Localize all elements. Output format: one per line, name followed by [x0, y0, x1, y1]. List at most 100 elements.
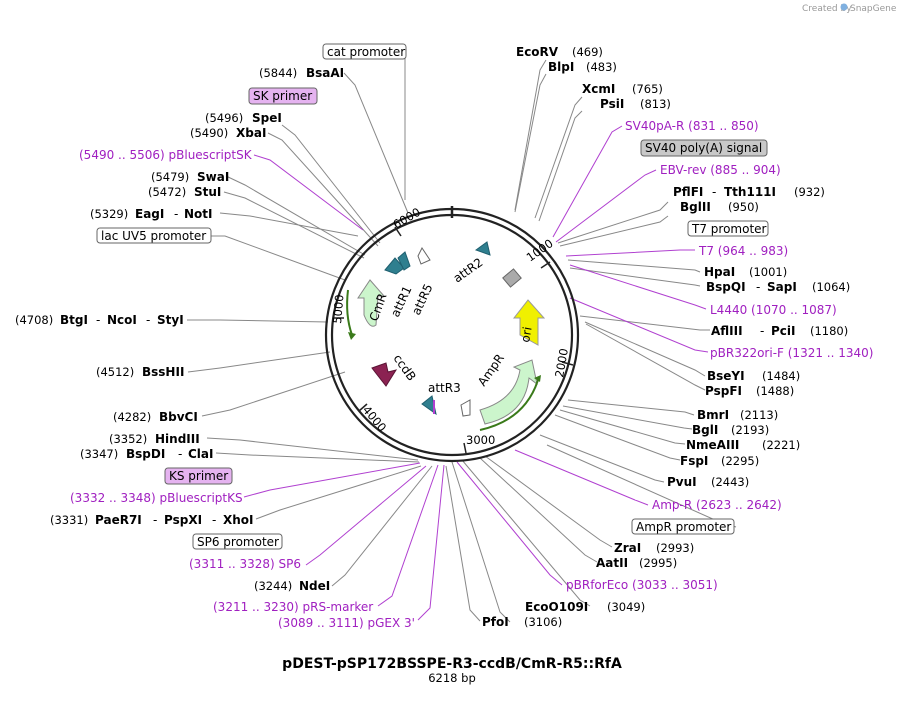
site-afliii: AflIII [711, 324, 743, 338]
svg-text:-: - [760, 324, 764, 338]
site-pspxi: PspXI [164, 513, 202, 527]
map-title: pDEST-pSP172BSSPE-R3-ccdB/CmR-R5::RfA [282, 656, 622, 672]
svg-text:-: - [712, 185, 716, 199]
feature-label-ccdb: ccdB [391, 352, 419, 384]
feature-cat-promoter: cat promoter [327, 45, 405, 59]
site-clai: ClaI [188, 447, 213, 461]
site-bgli: BglI [692, 423, 718, 437]
site-styi: StyI [157, 313, 184, 327]
site-ncoi: NcoI [107, 313, 137, 327]
site-nmeaiii: NmeAIII [686, 438, 739, 452]
sv40-box [640, 139, 768, 157]
feature-ebv-rev: EBV-rev (885 .. 904) [660, 163, 781, 177]
site-bbvci: BbvCI [159, 410, 198, 424]
site-eagi-pos: (5329) [90, 207, 128, 221]
feature-lac-uv5-promoter: lac UV5 promoter [101, 229, 206, 243]
site-bmri: BmrI [697, 408, 729, 422]
tick-marks [333, 226, 574, 454]
svg-text:-: - [174, 207, 178, 221]
site-xbai: XbaI [236, 126, 266, 140]
site-bseyi: BseYI [707, 369, 745, 383]
feature-sp6: (3311 .. 3328) SP6 [189, 557, 301, 571]
site-aatii-pos: (2995) [639, 556, 677, 570]
feature-pgex3: (3089 .. 3111) pGEX 3' [278, 616, 415, 630]
site-pvui-pos: (2443) [711, 475, 749, 489]
site-zrai: ZraI [614, 541, 641, 555]
feature-pbr322ori-f: pBR322ori-F (1321 .. 1340) [710, 346, 873, 360]
plasmid-backbone [324, 206, 580, 463]
t7-box [687, 220, 769, 237]
site-bspdi: BspDI [126, 447, 165, 461]
feature-label-ampr: AmpR [475, 351, 507, 388]
site-spei-pos: (5496) [205, 111, 243, 125]
site-paer7i-pos: (3331) [50, 513, 88, 527]
site-psii: PsiI [600, 97, 624, 111]
site-nmeaiii-pos: (2221) [762, 438, 800, 452]
site-bsshii: BssHII [142, 365, 184, 379]
tick-label-3000: 3000 [466, 433, 495, 447]
site-ndei-pos: (3244) [254, 579, 292, 593]
feature-ampr-promoter: AmpR promoter [636, 520, 731, 534]
feature-sp6-promoter: SP6 promoter [197, 535, 279, 549]
feature-ks-primer: KS primer [169, 469, 228, 483]
site-pfoi: PfoI [482, 615, 509, 629]
snapgene-logo-icon [840, 3, 848, 11]
site-paer7i: PaeR7I [95, 513, 142, 527]
site-spei: SpeI [252, 111, 282, 125]
svg-text:-: - [96, 313, 100, 327]
site-pfoi-pos: (3106) [524, 615, 562, 629]
feature-sv40pa-r: SV40pA-R (831 .. 850) [625, 119, 759, 133]
site-afliii-pos: (1180) [810, 324, 848, 338]
site-xcmi: XcmI [582, 82, 615, 96]
credit-brand: SnapGene [850, 4, 897, 14]
site-eco0109i-pos: (3049) [607, 600, 645, 614]
site-swai-pos: (5479) [151, 170, 189, 184]
site-bspqi-pos: (1064) [812, 280, 850, 294]
site-ecorv: EcoRV [516, 45, 559, 59]
site-hindiii: HindIII [155, 432, 200, 446]
ampr-box [631, 518, 735, 535]
site-bgli-pos: (2193) [731, 423, 769, 437]
cat-box [322, 43, 407, 60]
site-xhoi: XhoI [223, 513, 254, 527]
site-btgi: BtgI [60, 313, 88, 327]
site-zrai-pos: (2993) [656, 541, 694, 555]
site-hpai-pos: (1001) [749, 265, 787, 279]
site-stui-pos: (5472) [148, 185, 186, 199]
site-eagi: EagI [135, 207, 164, 221]
feature-leader-lines [243, 125, 709, 621]
site-bsaai-pos: (5844) [259, 66, 297, 80]
feature-arrows [346, 241, 546, 431]
feature-pbrforeco: pBRforEco (3033 .. 3051) [566, 578, 718, 592]
site-aatii: AatII [596, 556, 628, 570]
svg-text:-: - [146, 313, 150, 327]
tick-label-1000: 1000 [524, 236, 556, 264]
site-pflfi-pos: (932) [794, 185, 825, 199]
feature-t7: T7 (964 .. 983) [698, 244, 788, 258]
svg-text:-: - [212, 513, 216, 527]
tick-label-2000: 2000 [552, 347, 571, 378]
feature-label-attr3: attR3 [428, 381, 461, 395]
site-noti: NotI [184, 207, 213, 221]
site-fspi-pos: (2295) [721, 454, 759, 468]
lacuv5-box [96, 227, 212, 244]
site-bglii-pos: (950) [728, 200, 759, 214]
snapgene-credit: Created by SnapGene [802, 3, 897, 14]
site-btgi-pos: (4708) [15, 313, 53, 327]
feature-sk-primer: SK primer [253, 89, 312, 103]
site-bmri-pos: (2113) [740, 408, 778, 422]
site-bsshii-pos: (4512) [96, 365, 134, 379]
feature-label-attr5: attR5 [409, 282, 436, 318]
site-bsaai: BsaAI [306, 66, 344, 80]
feature-pbluescriptks: (3332 .. 3348) pBluescriptKS [70, 491, 243, 505]
feature-label-attr1: attR1 [388, 284, 415, 320]
site-hindiii-pos: (3352) [109, 432, 147, 446]
sk-box [248, 87, 318, 105]
site-eco0109i: EcoO109I [525, 600, 588, 614]
site-pspfi: PspFI [705, 384, 742, 398]
site-ecorv-pos: (469) [572, 45, 603, 59]
feature-amp-r: Amp-R (2623 .. 2642) [652, 498, 782, 512]
ks-box [164, 467, 233, 485]
site-hpai: HpaI [704, 265, 735, 279]
